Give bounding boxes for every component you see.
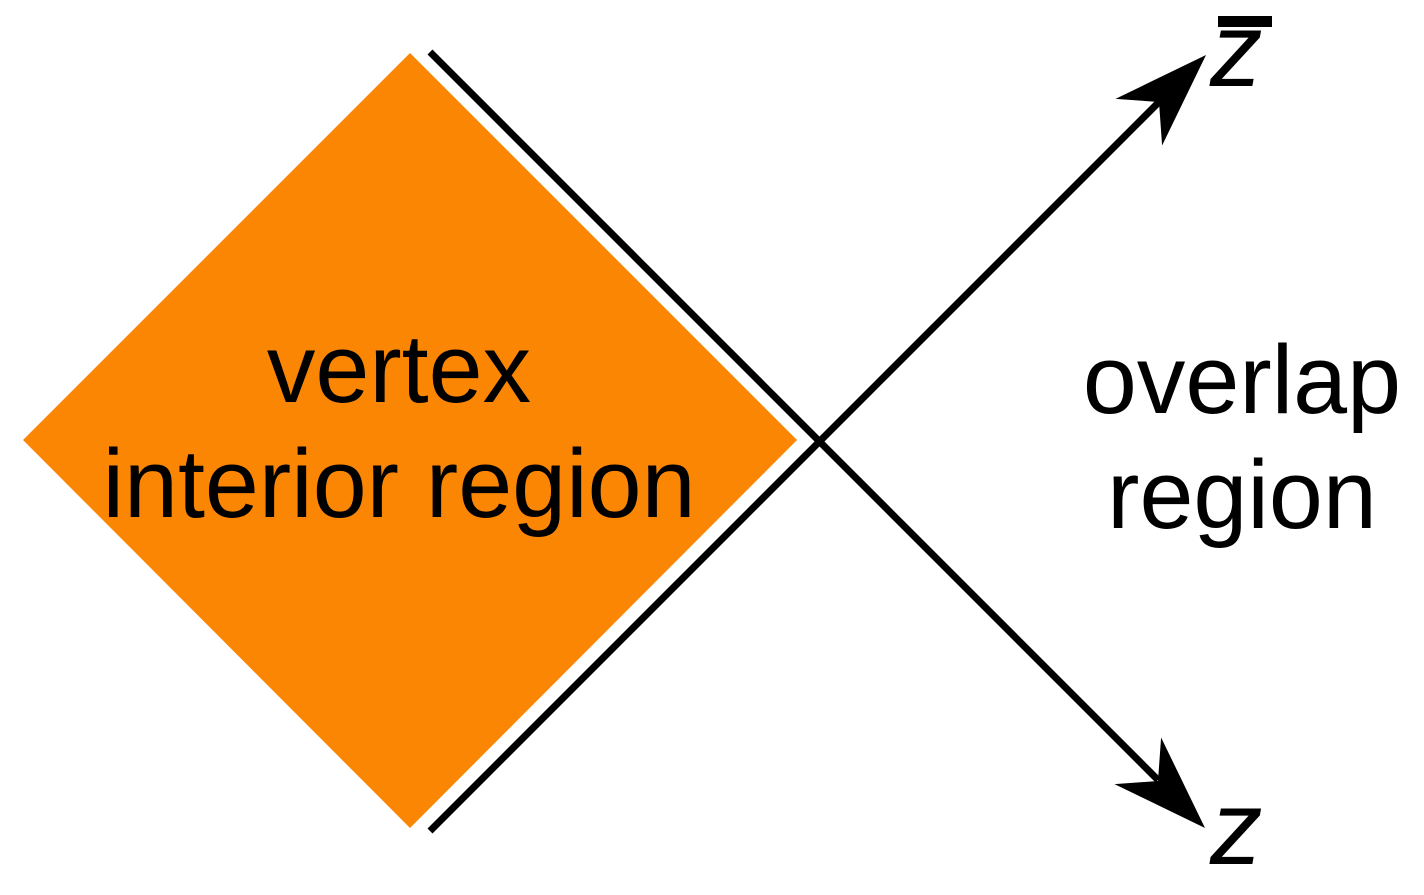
vertex-interior-diamond xyxy=(23,53,797,828)
overlap-label-line1: overlap xyxy=(1082,325,1402,434)
vertex-label-line1: vertex xyxy=(266,314,532,423)
z-axis-label: z xyxy=(1210,770,1263,887)
zbar-axis-arrowhead-icon xyxy=(1115,55,1206,146)
overlap-label-line2: region xyxy=(1107,440,1377,549)
zbar-overbar xyxy=(1218,16,1272,27)
vertex-interior-region-label: vertex interior region xyxy=(49,311,749,541)
overlap-region-label: overlap region xyxy=(992,322,1424,552)
z-axis-line xyxy=(427,49,1161,783)
zbar-axis-line xyxy=(427,99,1162,834)
z-axis-arrowhead-icon xyxy=(1114,737,1205,828)
zbar-axis-label: z xyxy=(1210,0,1263,109)
vertex-label-line2: interior region xyxy=(102,429,696,538)
